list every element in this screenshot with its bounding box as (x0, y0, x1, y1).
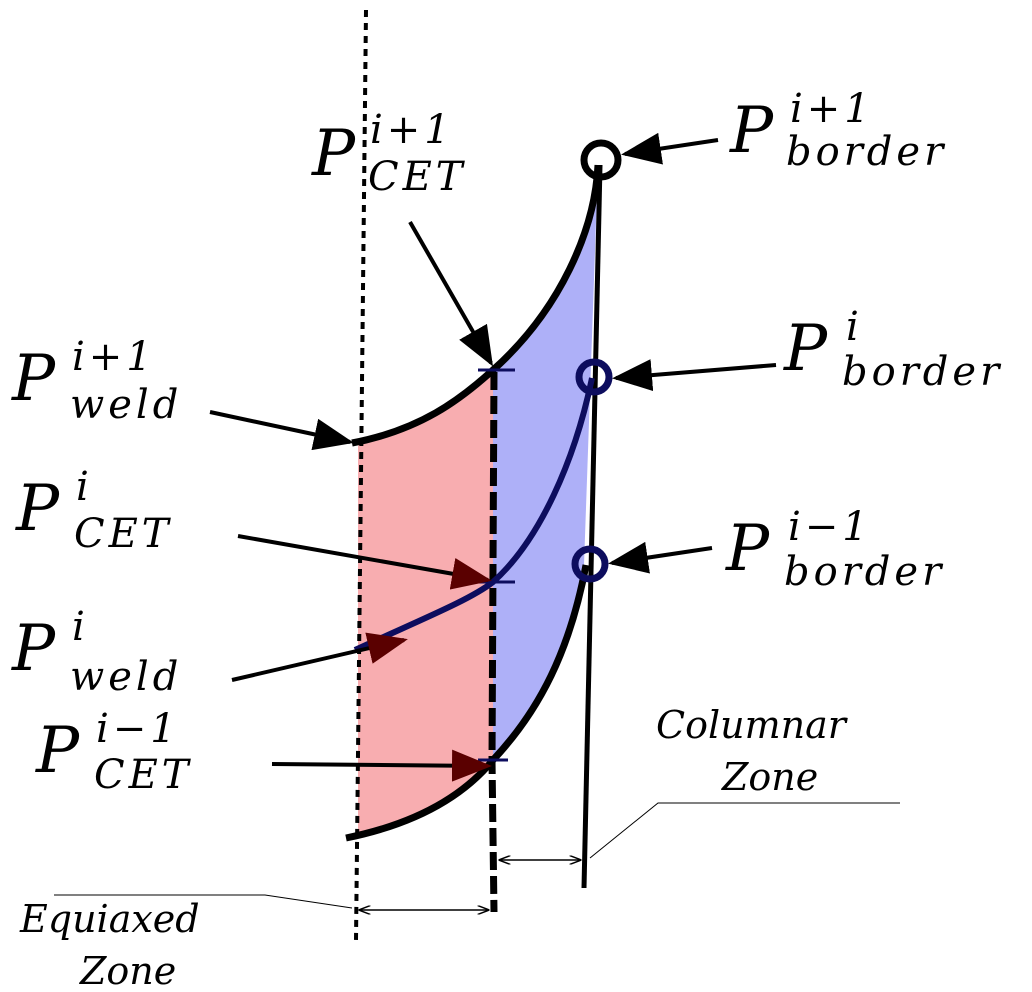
svg-text:i+1: i+1 (370, 107, 454, 153)
weld-curve-middle (353, 377, 595, 653)
label-p-cet-i-minus-1: P i−1 CET (35, 706, 192, 798)
border-marker-top (580, 139, 622, 181)
svg-text:i+1: i+1 (72, 334, 156, 380)
border-line (581, 164, 603, 889)
arrow-weld-top (209, 410, 354, 451)
columnar-zone-label-line1: Columnar (656, 703, 849, 747)
cet-line (488, 371, 498, 913)
svg-text:P: P (311, 117, 356, 191)
arrow-border-middle (612, 359, 777, 392)
svg-text:i: i (846, 304, 863, 350)
equiaxed-zone-label-line1: Equiaxed (19, 897, 200, 941)
border-marker-middle (575, 358, 613, 396)
svg-text:P: P (35, 714, 80, 788)
columnar-zone-label-line2: Zone (721, 755, 818, 799)
svg-text:i: i (72, 604, 89, 650)
svg-text:i−1: i−1 (788, 504, 872, 550)
svg-text:border: border (784, 549, 945, 595)
label-p-cet-i: P i CET (15, 464, 172, 557)
arrow-cet-bottom (271, 749, 492, 782)
svg-text:CET: CET (74, 511, 172, 557)
arrow-cet-middle (237, 534, 492, 590)
arrow-border-top (621, 132, 719, 165)
svg-text:CET: CET (94, 752, 192, 798)
arrow-cet-top (408, 221, 493, 367)
label-p-weld-i: P i weld (11, 604, 182, 700)
label-p-border-i-plus-1: P i+1 border (729, 86, 947, 175)
svg-text:i: i (76, 464, 93, 510)
svg-text:weld: weld (70, 654, 182, 700)
svg-text:P: P (783, 312, 828, 386)
border-marker-bottom (571, 545, 609, 583)
label-p-border-i: P i border (783, 304, 1003, 395)
svg-text:P: P (15, 472, 60, 546)
equiaxed-leader (54, 894, 353, 909)
svg-text:P: P (725, 512, 770, 586)
svg-text:border: border (842, 349, 1003, 395)
label-p-cet-i-plus-1: P i+1 CET (311, 107, 466, 200)
svg-text:i+1: i+1 (790, 86, 874, 132)
weld-curve-top (351, 164, 602, 447)
label-p-border-i-minus-1: P i−1 border (725, 504, 945, 595)
arrow-border-bottom (608, 541, 713, 574)
svg-text:CET: CET (368, 154, 466, 200)
columnar-region (493, 165, 598, 760)
svg-text:P: P (729, 94, 774, 168)
svg-text:i−1: i−1 (96, 706, 180, 752)
equiaxed-region (358, 370, 493, 838)
svg-text:border: border (786, 129, 947, 175)
svg-text:weld: weld (70, 382, 182, 428)
svg-text:P: P (11, 612, 56, 686)
label-p-weld-i-plus-1: P i+1 weld (11, 334, 182, 428)
svg-text:P: P (11, 342, 56, 416)
equiaxed-zone-label-line2: Zone (79, 949, 176, 992)
columnar-leader (589, 802, 900, 859)
arrow-weld-middle (231, 632, 408, 682)
